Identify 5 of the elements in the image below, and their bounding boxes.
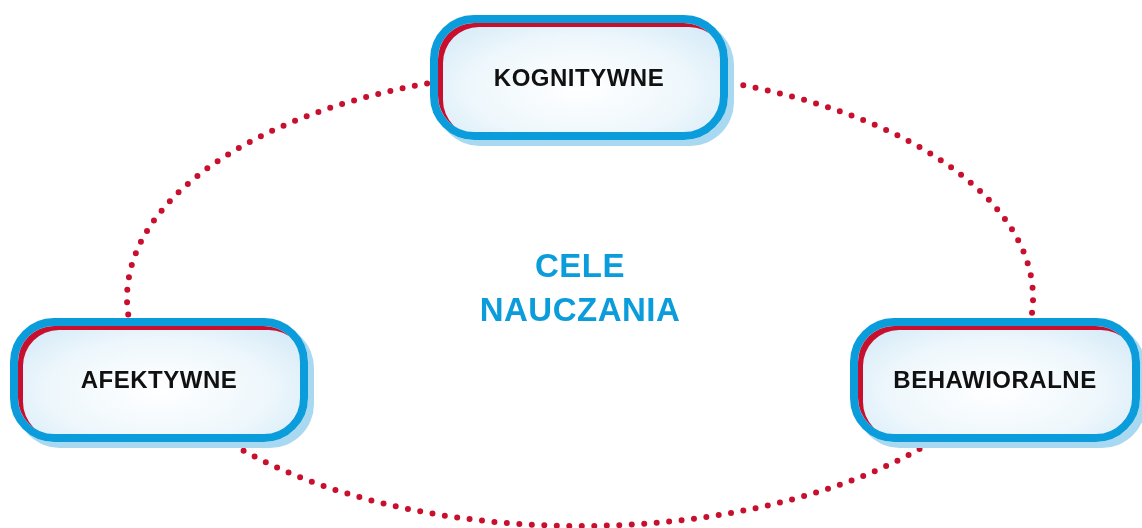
box-label: KOGNITYWNE <box>493 63 665 92</box>
box-label: BEHAWIORALNE <box>893 366 1097 394</box>
dotted-connector <box>124 80 431 319</box>
box-label: AFEKTYWNE <box>80 366 238 394</box>
center-heading: CELE NAUCZANIA <box>478 246 682 330</box>
